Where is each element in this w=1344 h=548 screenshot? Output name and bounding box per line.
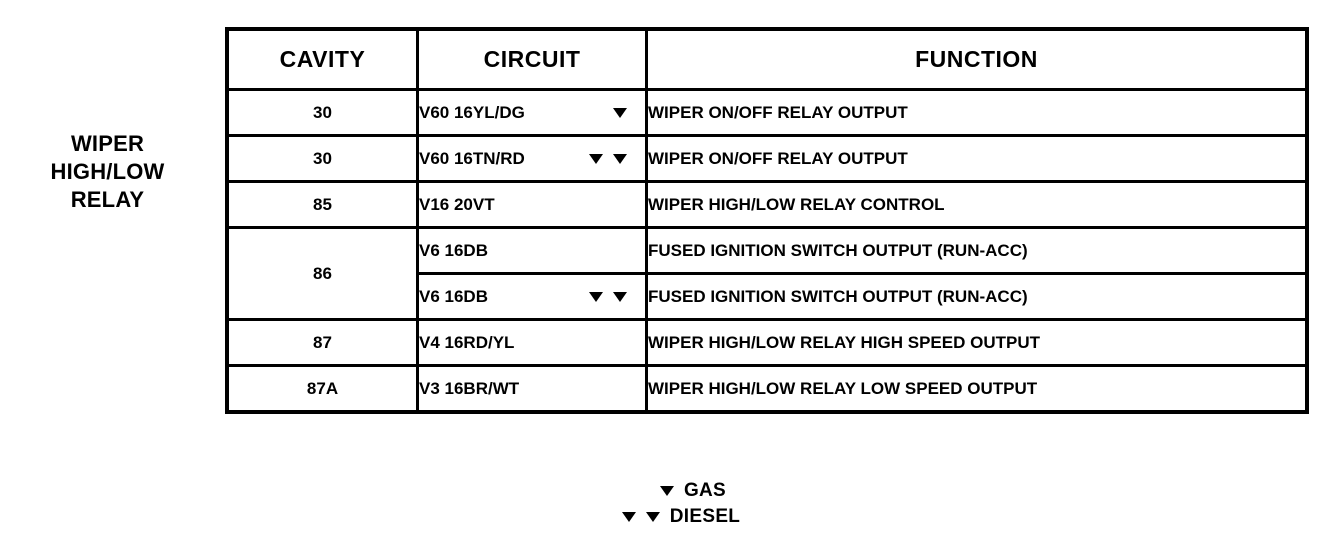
function-description: WIPER HIGH/LOW RELAY LOW SPEED OUTPUT (645, 364, 1308, 413)
table-header-row: CAVITY CIRCUIT FUNCTION (226, 28, 1308, 91)
cavity-value: 87 (226, 318, 419, 367)
legend-row-diesel: DIESEL (604, 506, 740, 528)
circuit-code: V6 16DB (419, 286, 488, 306)
legend-label-diesel: DIESEL (669, 506, 741, 527)
circuit-cell: V60 16TN/RD (416, 134, 648, 183)
cavity-value: 85 (226, 180, 419, 229)
circuit-code: V16 20VT (419, 194, 495, 214)
legend-label-gas: GAS (683, 480, 727, 501)
function-description: WIPER HIGH/LOW RELAY HIGH SPEED OUTPUT (645, 318, 1308, 367)
diesel-triangle-icon-group (604, 512, 660, 522)
cavity-value: 30 (226, 88, 419, 137)
triangle-down-icon (613, 153, 627, 164)
legend-row-gas: GAS (618, 480, 726, 502)
component-name-line-3: RELAY (70, 187, 145, 212)
circuit-cell: V16 20VT (416, 180, 648, 229)
circuit-cell: V4 16RD/YL (416, 318, 648, 367)
circuit-cell: V3 16BR/WT (416, 364, 648, 413)
column-header-cavity: CAVITY (226, 28, 419, 91)
diesel-triangle-icon-group (589, 153, 627, 164)
function-description: WIPER HIGH/LOW RELAY CONTROL (645, 180, 1308, 229)
function-description: WIPER ON/OFF RELAY OUTPUT (645, 88, 1308, 137)
component-name-line-2: HIGH/LOW (50, 159, 165, 184)
triangle-down-icon (589, 291, 603, 302)
table-header: CAVITY CIRCUIT FUNCTION (226, 28, 1308, 91)
cavity-value: 30 (226, 134, 419, 183)
circuit-code: V3 16BR/WT (419, 378, 520, 398)
function-description: FUSED IGNITION SWITCH OUTPUT (RUN-ACC) (645, 226, 1308, 275)
component-name-line-1: WIPER (70, 131, 145, 156)
triangle-down-icon (659, 486, 674, 496)
table-row: V6 16DB FUSED IGNITION SWITCH OUTPUT (RUN… (228, 272, 1308, 321)
triangle-down-icon (621, 512, 636, 522)
column-header-circuit: CIRCUIT (416, 28, 648, 91)
cavity-value: 86 (226, 226, 419, 321)
column-header-function: FUNCTION (645, 28, 1308, 91)
component-name-label: WIPER HIGH/LOW RELAY (0, 130, 215, 214)
cavity-value: 87A (226, 364, 419, 413)
circuit-cell: V60 16YL/DG (416, 88, 648, 137)
function-description: FUSED IGNITION SWITCH OUTPUT (RUN-ACC) (645, 272, 1308, 321)
diesel-triangle-icon-group (589, 291, 627, 302)
circuit-cell: V6 16DB (416, 272, 648, 321)
gas-triangle-icon-group (613, 107, 627, 118)
circuit-code: V4 16RD/YL (419, 332, 515, 352)
function-description: WIPER ON/OFF RELAY OUTPUT (645, 134, 1308, 183)
circuit-code: V6 16DB (419, 240, 488, 260)
triangle-down-icon (613, 291, 627, 302)
triangle-down-icon (589, 153, 603, 164)
circuit-code: V60 16YL/DG (419, 102, 525, 122)
gas-triangle-icon-group (618, 486, 674, 496)
fuel-type-legend: GAS DIESEL (0, 480, 1344, 528)
triangle-down-icon (645, 512, 660, 522)
circuit-code: V60 16TN/RD (419, 148, 525, 168)
circuit-cell: V6 16DB (416, 226, 648, 275)
triangle-down-icon (613, 107, 627, 118)
